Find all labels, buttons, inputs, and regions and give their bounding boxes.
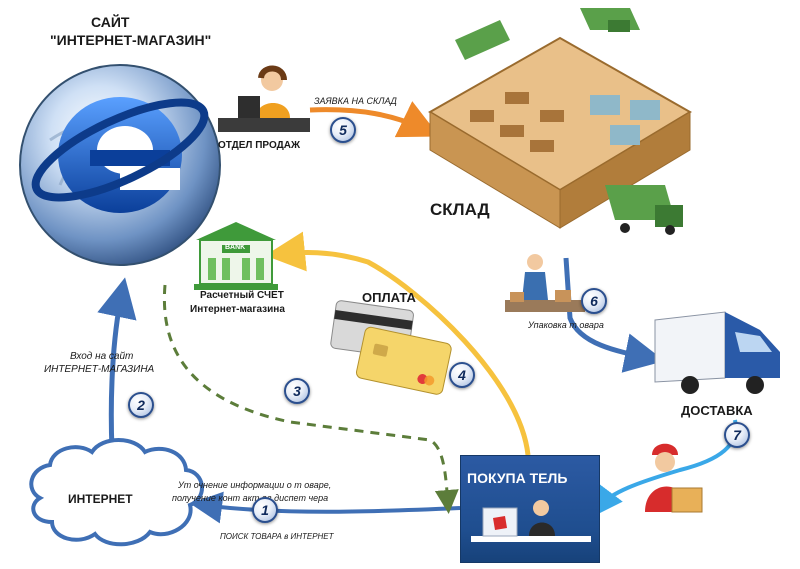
arrow-internet-to-site bbox=[97, 277, 137, 451]
step-badge-6: 6 bbox=[581, 288, 607, 314]
site-entry-line2: ИНТЕРНЕТ-МАГАЗИНА bbox=[44, 364, 155, 375]
arrow-buyer-to-bank bbox=[265, 231, 531, 456]
search-label: ПОИСК ТОВАРА в ИНТЕРНЕТ bbox=[220, 532, 334, 541]
clarify-line1: Ут очнение информации о т оваре, bbox=[178, 480, 332, 490]
buyer-at-computer-icon bbox=[471, 500, 591, 542]
payment-label: ОПЛАТА bbox=[362, 290, 416, 305]
bank-account-label-line1: Расчетный СЧЕТ bbox=[200, 290, 284, 301]
bank-sign: BANK bbox=[225, 244, 246, 251]
packing-label: Упаковка т овара bbox=[528, 320, 604, 330]
step-badge-5: 5 bbox=[330, 117, 356, 143]
warehouse-truck-left bbox=[455, 20, 510, 60]
warehouse-truck-top bbox=[580, 8, 640, 32]
step-badge-7: 7 bbox=[724, 422, 750, 448]
warehouse-label: СКЛАД bbox=[430, 200, 490, 219]
buyer-panel: ПОКУПА ТЕЛЬ bbox=[460, 455, 600, 563]
step-badge-1: 1 bbox=[252, 497, 278, 523]
sales-dept-label: ОТДЕЛ ПРОДАЖ bbox=[218, 140, 300, 151]
site-entry-line1: Вход на сайт bbox=[70, 351, 134, 362]
step-badge-3: 3 bbox=[284, 378, 310, 404]
buyer-label: ПОКУПА ТЕЛЬ bbox=[467, 470, 568, 486]
step-badge-4: 4 bbox=[449, 362, 475, 388]
clarify-line2: получение конт акт ов диспет чера bbox=[172, 493, 329, 503]
arrow-sales-to-warehouse bbox=[309, 101, 440, 138]
delivery-label: ДОСТАВКА bbox=[681, 403, 753, 418]
site-title-line2: "ИНТЕРНЕТ-МАГАЗИН" bbox=[50, 32, 212, 48]
warehouse-truck-bottom bbox=[605, 185, 683, 235]
bank-account-label-line2: Интернет-магазина bbox=[190, 304, 285, 315]
internet-label: ИНТЕРНЕТ bbox=[68, 492, 133, 506]
warehouse-request-label: ЗАЯВКА НА СКЛАД bbox=[314, 96, 397, 106]
arrow-packing-to-delivery bbox=[563, 257, 665, 373]
step-badge-2: 2 bbox=[128, 392, 154, 418]
arrow-buyer-to-internet bbox=[190, 491, 461, 524]
site-title-line1: САЙТ bbox=[91, 14, 130, 30]
